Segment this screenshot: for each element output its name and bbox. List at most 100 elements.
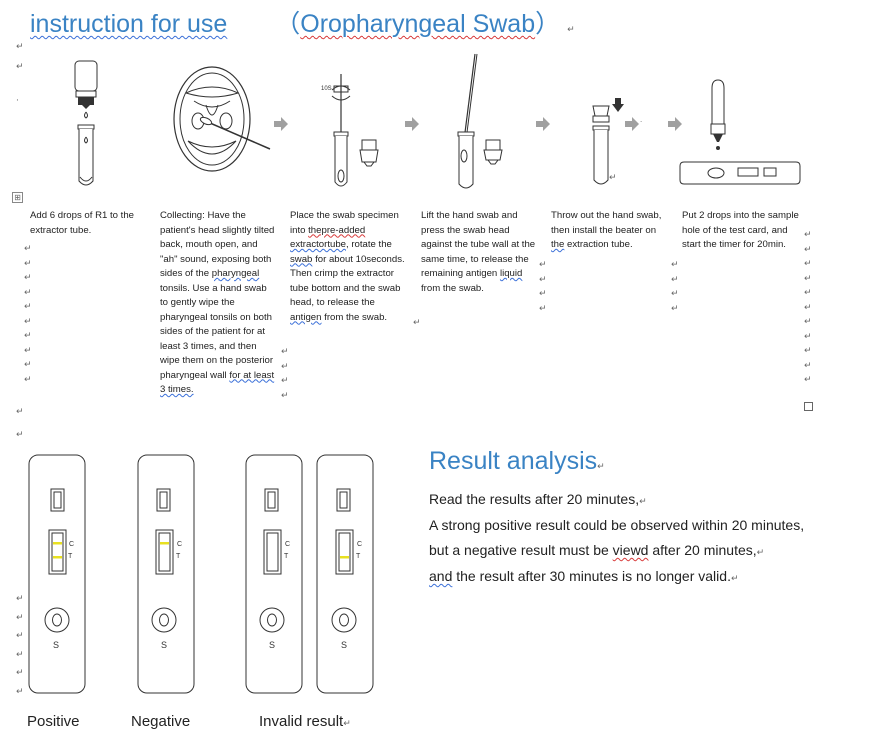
return-mark: ↵	[671, 260, 679, 270]
return-mark: ↵	[16, 407, 24, 417]
return-mark: ↵	[804, 346, 812, 356]
page-title: instruction for use （Oropharyngeal Swab）…	[30, 4, 575, 40]
swab-rotate-label: 10S	[321, 86, 332, 92]
test-label: T	[284, 553, 289, 560]
step-3-part-h: from the swab.	[324, 311, 388, 323]
return-column-cassettes: ↵ ↵ ↵ ↵ ↵ ↵	[16, 590, 24, 701]
swab-in-tube-illustration: 10S	[321, 74, 379, 187]
step-3-part-b: thepre-added	[308, 224, 366, 236]
result-analysis-title: Result analysis↵	[429, 447, 605, 476]
return-mark: ↵	[413, 318, 421, 328]
step-3-part-e: swab	[290, 253, 313, 265]
return-column-3: ↵	[413, 316, 421, 331]
result-analysis-label: Result analysis	[429, 447, 598, 475]
step-2-part-a: Collecting: Have the patient's head slig…	[160, 210, 275, 279]
caption-positive: Positive	[27, 713, 80, 730]
arrow-right-icon	[668, 117, 682, 131]
return-mark: ↵	[804, 331, 812, 342]
sample-label: S	[161, 640, 167, 650]
end-cell-marker	[804, 402, 813, 411]
arrow-right-icon	[625, 117, 639, 131]
step-3-part-f: for about 10seconds. Then crimp the extr…	[290, 253, 405, 309]
test-line	[340, 556, 349, 559]
arrow-right-icon	[536, 117, 550, 131]
result-line-3-part-c: after 20 minutes,	[652, 542, 757, 558]
sample-label: S	[269, 640, 275, 650]
return-mark: ↵	[804, 288, 812, 298]
result-line-1: Read the results after 20 minutes,↵	[429, 491, 647, 507]
return-mark: ↵	[609, 173, 617, 183]
result-line-1-text: Read the results after 20 minutes,	[429, 491, 640, 507]
return-mark: ↵	[24, 360, 32, 370]
control-label: C	[285, 541, 290, 548]
dot-mark: ·	[16, 96, 19, 106]
result-line-3: but a negative result must be viewd afte…	[429, 542, 764, 558]
return-mark: ↵	[804, 375, 812, 385]
return-mark: ↵	[16, 668, 24, 678]
return-mark: ↵	[671, 274, 679, 285]
return-mark: ↵	[24, 331, 32, 341]
return-mark: ↵	[16, 62, 24, 72]
return-mark: ↵	[24, 287, 32, 298]
result-line-4-part-a: and	[429, 568, 453, 584]
return-mark: ↵	[16, 631, 24, 641]
return-mark: ↵	[804, 244, 812, 255]
return-mark: ↵	[597, 462, 605, 472]
return-mark: ↵	[343, 719, 351, 729]
return-mark: ↵	[16, 594, 24, 604]
return-mark: ↵	[730, 574, 739, 584]
return-mark: ↵	[539, 289, 547, 299]
result-line-4: and the result after 30 minutes is no lo…	[429, 568, 739, 584]
caption-invalid-label: Invalid result	[259, 713, 344, 730]
step-6-label: Put 2 drops into the sample hole of the …	[682, 210, 799, 250]
step-3-part-g: antigen	[290, 311, 322, 323]
return-mark: ↵	[24, 316, 32, 327]
step-5-part-b: the	[551, 239, 565, 250]
return-mark: ↵	[804, 302, 812, 313]
sample-label: S	[341, 640, 347, 650]
title-prefix: instruction for use	[30, 10, 228, 38]
return-mark: ↵	[539, 260, 547, 270]
return-mark: ↵	[24, 258, 32, 269]
result-line-3-part-a: but a negative result must be	[429, 542, 609, 558]
step-5-part-a: Throw out the hand swab, then install th…	[551, 210, 662, 236]
title-close-paren: ）	[535, 10, 561, 38]
step-2-part-c: tonsils. Use a hand swab to gently wipe …	[160, 282, 274, 381]
return-mark: ↵	[281, 361, 289, 372]
test-label: T	[176, 553, 181, 560]
dot-mark: ·	[640, 118, 643, 126]
return-mark: ↵	[281, 347, 289, 357]
return-mark: ↵	[16, 612, 24, 623]
install-cap-illustration: ↵	[592, 98, 624, 185]
return-column-6: ↵ ↵ ↵ ↵ ↵ ↵ ↵ ↵ ↵ ↵ ↵	[804, 228, 812, 388]
return-mark: ↵	[804, 360, 812, 371]
return-mark: ↵	[24, 374, 32, 385]
step-2-text: Collecting: Have the patient's head slig…	[160, 209, 276, 398]
arrow-right-icon	[274, 117, 288, 131]
return-mark: ↵	[671, 289, 679, 299]
control-label: C	[69, 541, 74, 548]
return-mark: ↵	[281, 390, 289, 401]
return-mark: ↵	[281, 376, 289, 386]
return-column-5: ↵ ↵ ↵ ↵	[671, 258, 679, 316]
move-handle-icon[interactable]: ⊞	[12, 192, 23, 203]
step-1-text: Add 6 drops of R1 to the extractor tube.	[30, 209, 150, 238]
return-column-2: ↵ ↵ ↵ ↵	[281, 345, 289, 403]
test-label: T	[356, 553, 361, 560]
control-label: C	[177, 541, 182, 548]
result-line-2-text: A strong positive result could be observ…	[429, 517, 805, 533]
return-mark: ↵	[539, 303, 547, 314]
test-label: T	[68, 553, 73, 560]
return-mark: ↵	[24, 244, 32, 254]
return-mark: ↵	[639, 497, 647, 507]
result-line-4-part-b: the result after 30 minutes is no longer…	[456, 568, 731, 584]
step-5-text: Throw out the hand swab, then install th…	[551, 209, 669, 253]
return-mark: ↵	[16, 649, 24, 660]
return-mark: ↵	[16, 42, 24, 52]
sample-label: S	[53, 640, 59, 650]
step-6-text: Put 2 drops into the sample hole of the …	[682, 209, 804, 253]
test-line	[53, 556, 62, 559]
control-label: C	[357, 541, 362, 548]
caption-negative: Negative	[131, 713, 191, 730]
step-3-part-a: Place the swab specimen into	[290, 210, 399, 236]
